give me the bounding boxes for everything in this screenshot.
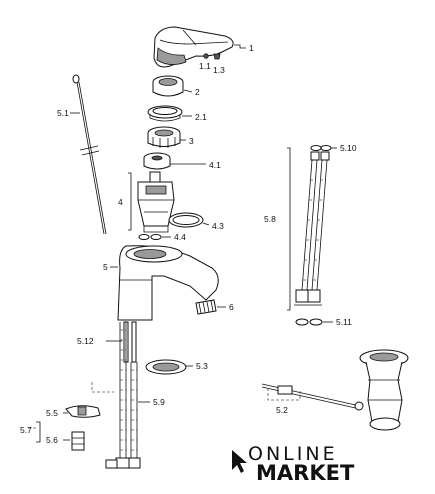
cover-cap [152, 75, 184, 97]
clamp-5-5 [65, 405, 101, 418]
label-5-1: 5.1 [57, 108, 69, 118]
label-4-1: 4.1 [209, 160, 221, 170]
label-5-9: 5.9 [153, 397, 165, 407]
adapter-ring [143, 152, 171, 170]
label-5-8: 5.8 [264, 214, 276, 224]
seal-pair [138, 234, 162, 240]
label-5-10: 5.10 [340, 143, 357, 153]
label-4-4: 4.4 [174, 232, 186, 242]
label-4: 4 [118, 197, 123, 207]
pull-rod [72, 74, 107, 235]
label-2: 2 [195, 87, 200, 97]
label-5-11: 5.11 [336, 317, 352, 327]
o-ring [168, 212, 204, 228]
label-1-1: 1.1 [199, 61, 211, 71]
aerator [195, 299, 217, 315]
label-5-5: 5.5 [46, 408, 58, 418]
label-5-7: 5.7 [20, 425, 32, 435]
popup-waste [261, 349, 409, 431]
label-6: 6 [229, 302, 234, 312]
label-3: 3 [189, 136, 194, 146]
online-market-logo: ONLINE MARKET [232, 443, 355, 485]
label-5-2: 5.2 [276, 405, 288, 415]
label-5-3: 5.3 [196, 361, 208, 371]
logo-text-top: ONLINE [248, 443, 338, 465]
lever-handle [153, 26, 234, 68]
label-2-1: 2.1 [195, 112, 207, 122]
nut-5-6 [71, 431, 85, 451]
retaining-ring [147, 105, 183, 122]
logo-text-bottom: MARKET [256, 461, 355, 485]
label-5-12: 5.12 [77, 336, 94, 346]
cap-1-3 [213, 53, 221, 60]
cartridge-nut [147, 126, 181, 148]
supply-hoses [105, 322, 141, 469]
set-screw-1-1 [203, 53, 209, 59]
label-5: 5 [103, 262, 108, 272]
base-gasket [145, 359, 187, 375]
cartridge [137, 171, 175, 233]
label-5-6: 5.6 [46, 435, 58, 445]
label-1-3: 1.3 [213, 65, 225, 75]
flex-hoses-right [294, 145, 332, 326]
label-1: 1 [249, 43, 254, 53]
faucet-body [117, 245, 219, 321]
label-4-3: 4.3 [212, 221, 224, 231]
